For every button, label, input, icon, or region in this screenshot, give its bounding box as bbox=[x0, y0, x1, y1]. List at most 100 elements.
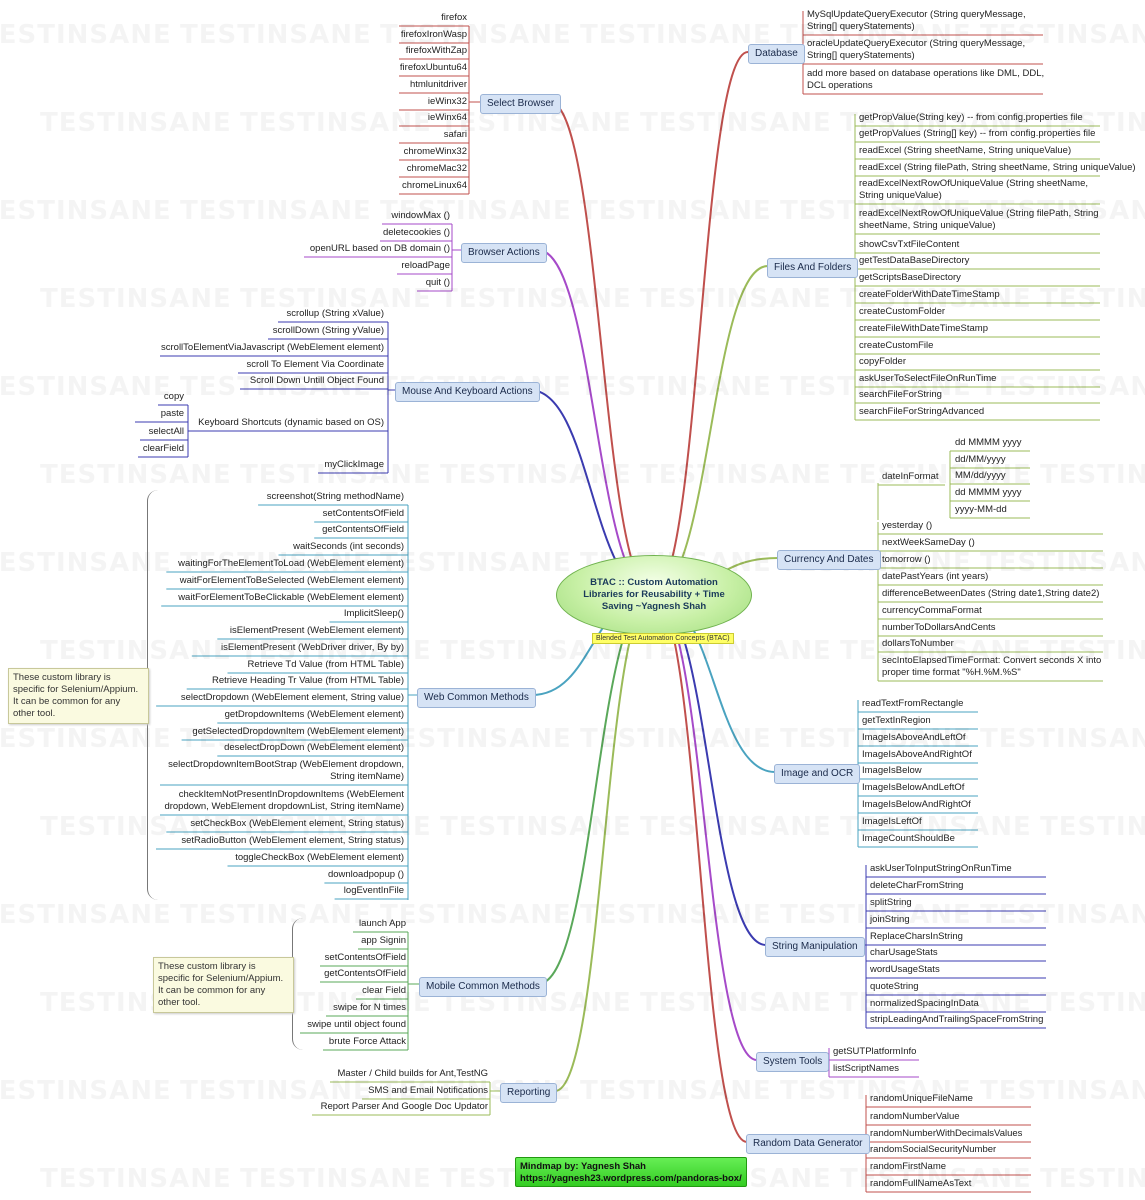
leaf-item[interactable]: Master / Child builds for Ant,TestNG bbox=[337, 1068, 488, 1079]
leaf-item[interactable]: createFileWithDateTimeStamp bbox=[859, 323, 988, 334]
leaf-item[interactable]: ImageIsLeftOf bbox=[862, 816, 922, 827]
leaf-item[interactable]: randomNumberWithDecimalsValues bbox=[870, 1128, 1023, 1139]
leaf-item[interactable]: clear Field bbox=[362, 985, 406, 996]
leaf-item[interactable]: waitingForTheElementToLoad (WebElement e… bbox=[178, 558, 404, 569]
leaf-item[interactable]: setRadioButton (WebElement element, Stri… bbox=[181, 835, 404, 846]
leaf-item[interactable]: createCustomFolder bbox=[859, 306, 946, 317]
date-in-format-label[interactable]: dateInFormat bbox=[882, 471, 939, 482]
leaf-item[interactable]: chromeWinx32 bbox=[403, 146, 467, 157]
leaf-item[interactable]: chromeMac32 bbox=[406, 163, 467, 174]
leaf-item[interactable]: launch App bbox=[358, 918, 406, 929]
date-format-item[interactable]: dd/MM/yyyy bbox=[955, 454, 1006, 465]
leaf-item[interactable]: normalizedSpacingInData bbox=[870, 998, 979, 1009]
topic-files-folders[interactable]: Files And Folders bbox=[767, 258, 859, 278]
leaf-item[interactable]: ImageIsBelow bbox=[862, 765, 922, 776]
leaf-item[interactable]: SMS and Email Notifications bbox=[368, 1085, 488, 1096]
leaf-item[interactable]: reloadPage bbox=[401, 260, 450, 271]
topic-mouse-keyboard[interactable]: Mouse And Keyboard Actions bbox=[395, 382, 540, 402]
leaf-item[interactable]: readTextFromRectangle bbox=[862, 698, 964, 709]
leaf-item[interactable]: quoteString bbox=[870, 981, 919, 992]
leaf-item[interactable]: isElementPresent (WebDriver driver, By b… bbox=[220, 642, 404, 653]
leaf-item[interactable]: swipe for N times bbox=[333, 1002, 406, 1013]
leaf-item[interactable]: Retrieve Td Value (from HTML Table) bbox=[247, 659, 404, 670]
topic-database[interactable]: Database bbox=[748, 44, 805, 64]
author-footer[interactable]: Mindmap by: Yagnesh Shah https://yagnesh… bbox=[515, 1157, 747, 1187]
leaf-item[interactable]: splitString bbox=[870, 897, 912, 908]
leaf-item[interactable]: waitForElementToBeSelected (WebElement e… bbox=[179, 575, 404, 586]
leaf-item[interactable]: ieWinx64 bbox=[427, 112, 467, 123]
leaf-item[interactable]: readExcel (String filePath, String sheet… bbox=[859, 162, 1136, 173]
leaf-item[interactable]: readExcel (String sheetName, String uniq… bbox=[859, 145, 1072, 156]
leaf-item[interactable]: app Signin bbox=[361, 935, 406, 946]
leaf-item[interactable]: scroll To Element Via Coordinate bbox=[246, 359, 384, 370]
leaf-item[interactable]: safari bbox=[443, 129, 467, 140]
topic-browser-actions[interactable]: Browser Actions bbox=[461, 243, 547, 263]
leaf-item[interactable]: getDropdownItems (WebElement element) bbox=[224, 709, 404, 720]
leaf-item[interactable]: openURL based on DB domain () bbox=[309, 243, 450, 254]
leaf-item[interactable]: readExcelNextRowOfUniqueValue (String fi… bbox=[859, 208, 1099, 231]
leaf-item[interactable]: getSUTPlatformInfo bbox=[833, 1046, 917, 1057]
shortcut-item[interactable]: clearField bbox=[142, 443, 184, 454]
leaf-item[interactable]: ImplicitSleep() bbox=[343, 608, 404, 619]
leaf-item[interactable]: dollarsToNumber bbox=[882, 638, 954, 649]
leaf-item[interactable]: askUserToInputStringOnRunTime bbox=[870, 863, 1012, 874]
leaf-item[interactable]: yesterday () bbox=[882, 520, 933, 531]
shortcut-item[interactable]: paste bbox=[160, 408, 184, 419]
leaf-item[interactable]: copyFolder bbox=[859, 356, 906, 367]
leaf-item[interactable]: searchFileForString bbox=[859, 389, 942, 400]
topic-mobile-common[interactable]: Mobile Common Methods bbox=[419, 977, 547, 997]
leaf-item[interactable]: listScriptNames bbox=[833, 1063, 899, 1074]
leaf-item[interactable]: getPropValues (String[] key) -- from con… bbox=[859, 128, 1096, 139]
leaf-item[interactable]: ieWinx32 bbox=[427, 96, 467, 107]
leaf-item[interactable]: joinString bbox=[870, 914, 910, 925]
leaf-item[interactable]: readExcelNextRowOfUniqueValue (String sh… bbox=[859, 178, 1088, 201]
leaf-item[interactable]: tomorrow () bbox=[882, 554, 931, 565]
leaf-item[interactable]: waitSeconds (int seconds) bbox=[293, 541, 404, 552]
leaf-item[interactable]: isElementPresent (WebElement element) bbox=[229, 625, 404, 636]
leaf-item[interactable]: datePastYears (int years) bbox=[882, 571, 989, 582]
leaf-item[interactable]: randomSocialSecurityNumber bbox=[870, 1144, 997, 1155]
leaf-item[interactable]: randomUniqueFileName bbox=[870, 1093, 973, 1104]
leaf-item[interactable]: scrollup (String xValue) bbox=[286, 308, 384, 319]
leaf-item[interactable]: getSelectedDropdownItem (WebElement elem… bbox=[192, 726, 404, 737]
leaf-item[interactable]: MySqlUpdateQueryExecutor (String queryMe… bbox=[807, 9, 1026, 32]
leaf-item[interactable]: downloadpopup () bbox=[327, 869, 404, 880]
leaf-item[interactable]: randomNumberValue bbox=[870, 1111, 960, 1122]
leaf-item[interactable]: deselectDropDown (WebElement element) bbox=[224, 742, 404, 753]
central-topic[interactable]: BTAC :: Custom Automation Libraries for … bbox=[556, 555, 752, 635]
author-url[interactable]: https://yagnesh23.wordpress.com/pandoras… bbox=[520, 1173, 742, 1184]
leaf-item[interactable]: askUserToSelectFileOnRunTime bbox=[859, 373, 997, 384]
leaf-item[interactable]: firefoxWithZap bbox=[405, 45, 467, 56]
leaf-item[interactable]: numberToDollarsAndCents bbox=[882, 622, 996, 633]
date-format-item[interactable]: dd MMMM yyyy bbox=[955, 437, 1022, 448]
leaf-item[interactable]: screenshot(String methodName) bbox=[266, 491, 404, 502]
leaf-item[interactable]: stripLeadingAndTrailingSpaceFromString bbox=[870, 1014, 1044, 1025]
leaf-item[interactable]: ImageCountShouldBe bbox=[862, 833, 955, 844]
leaf-item[interactable]: add more based on database operations li… bbox=[807, 68, 1045, 91]
leaf-item[interactable]: getTestDataBaseDirectory bbox=[859, 255, 970, 266]
leaf-item[interactable]: windowMax () bbox=[391, 210, 450, 221]
leaf-item[interactable]: ImageIsAboveAndLeftOf bbox=[862, 732, 966, 743]
leaf-item[interactable]: selectDropdownItemBootStrap (WebElement … bbox=[168, 759, 404, 782]
leaf-item[interactable]: randomFullNameAsText bbox=[870, 1178, 972, 1189]
leaf-item[interactable]: oracleUpdateQueryExecutor (String queryM… bbox=[807, 38, 1026, 61]
leaf-item[interactable]: htmlunitdriver bbox=[409, 79, 467, 90]
topic-currency-dates[interactable]: Currency And Dates bbox=[777, 550, 881, 570]
leaf-item[interactable]: setContentsOfField bbox=[322, 508, 404, 519]
leaf-item[interactable]: getContentsOfField bbox=[324, 968, 406, 979]
leaf-item[interactable]: differenceBetweenDates (String date1,Str… bbox=[882, 588, 1100, 599]
date-format-item[interactable]: dd MMMM yyyy bbox=[955, 487, 1022, 498]
leaf-item[interactable]: brute Force Attack bbox=[328, 1036, 406, 1047]
leaf-item[interactable]: showCsvTxtFileContent bbox=[859, 239, 960, 250]
leaf-item[interactable]: quit () bbox=[425, 277, 450, 288]
topic-reporting[interactable]: Reporting bbox=[500, 1083, 558, 1103]
topic-string-manipulation[interactable]: String Manipulation bbox=[765, 937, 865, 957]
leaf-item[interactable]: chromeLinux64 bbox=[402, 180, 467, 191]
leaf-item[interactable]: checkItemNotPresentInDropdownItems (WebE… bbox=[164, 789, 404, 812]
topic-system-tools[interactable]: System Tools bbox=[756, 1052, 830, 1072]
leaf-item[interactable]: randomFirstName bbox=[870, 1161, 947, 1172]
leaf-item[interactable]: createFolderWithDateTimeStamp bbox=[859, 289, 1000, 300]
leaf-item[interactable]: firefox bbox=[441, 12, 467, 23]
leaf-item[interactable]: scrollDown (String yValue) bbox=[272, 325, 384, 336]
leaf-item[interactable]: wordUsageStats bbox=[870, 964, 940, 975]
